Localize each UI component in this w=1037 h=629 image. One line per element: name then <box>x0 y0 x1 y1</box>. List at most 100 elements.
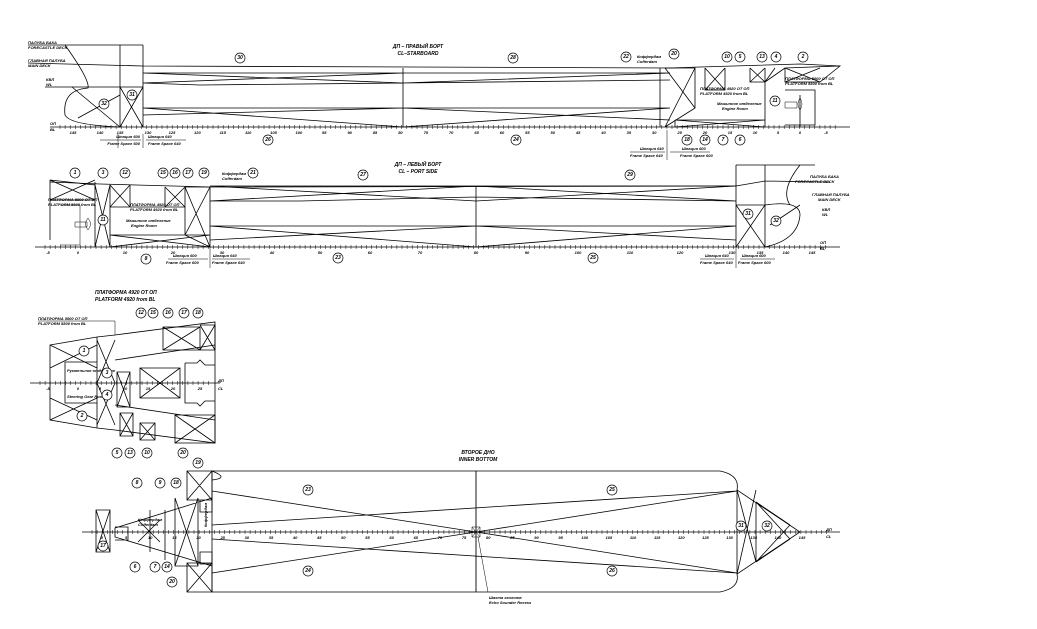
frame-number: 0 <box>77 250 80 255</box>
tank-number-circle <box>101 389 113 401</box>
tank-number-circle <box>192 307 204 319</box>
tank-number: 12 <box>138 310 144 316</box>
tank-number-circle <box>154 477 166 489</box>
tank-number: 10 <box>144 450 150 456</box>
tank-number-circle <box>357 169 369 181</box>
frame-number: 135 <box>750 535 757 540</box>
tank-number-circle <box>169 167 181 179</box>
frame-number: 20 <box>170 250 176 255</box>
platform-4920-label-ru: ПЛАТФОРМА 4920 ОТ ОП <box>130 202 180 207</box>
tank-number: 26 <box>264 137 271 143</box>
tank-number: 8 <box>145 256 148 262</box>
tank-number: 18 <box>173 480 179 486</box>
frame-number: 55 <box>525 130 530 135</box>
port-title-ru: ДП – ЛЕВЫЙ БОРТ <box>394 160 443 168</box>
tank-number: 18 <box>195 310 201 316</box>
tank-number-circle <box>140 253 152 265</box>
tank-number: 32 <box>101 101 107 107</box>
engine-room-label-en: Engine Room <box>722 106 748 111</box>
platform-5800-label-en: PLATFORM 5800 from BL <box>48 202 97 207</box>
tank-number-circle <box>302 484 314 496</box>
tank-number: 3 <box>102 170 105 176</box>
platform-4920-label-en: PLATFORM 4920 from BL <box>130 207 179 212</box>
tank-number: 31 <box>738 523 744 529</box>
wl-label-en: WL <box>822 212 829 217</box>
cl-label-en: CL <box>826 534 832 539</box>
forecastle-label-en: FORECASTLE DECK <box>28 45 69 50</box>
frame-number: 40 <box>292 535 298 540</box>
frame-number: 65 <box>474 130 479 135</box>
tank-number-circle <box>177 447 189 459</box>
tank-number: 1 <box>83 348 86 354</box>
tank-number: 6 <box>134 564 137 570</box>
tank-number-circle <box>262 134 274 146</box>
tank-number-circle <box>797 51 809 63</box>
frame-number: 25 <box>219 535 225 540</box>
frame-number: 40 <box>600 130 606 135</box>
tank-number: 9 <box>159 480 162 486</box>
frame-number: 130 <box>729 250 736 255</box>
frame-number: 110 <box>627 250 634 255</box>
frame-number: 105 <box>270 130 277 135</box>
frame-space-600-en: Frame Space 600 <box>107 141 140 146</box>
tank-number-circle <box>119 167 131 179</box>
frame-number: 130 <box>145 130 152 135</box>
frame-number: 50 <box>318 250 323 255</box>
frame-number: 85 <box>510 535 515 540</box>
main-deck-label-en: MAIN DECK <box>28 63 52 68</box>
frame-number: 5 <box>777 130 780 135</box>
frame-number: 75 <box>462 535 467 540</box>
frame-number: 125 <box>702 535 709 540</box>
tank-number: 20 <box>670 51 677 57</box>
frame-number: 60 <box>500 130 505 135</box>
frame-number: 45 <box>316 535 322 540</box>
inner-bottom-title-en: INNER BOTTOM <box>459 457 498 463</box>
forecastle-label-ru: ПАЛУБА БАКА <box>28 40 57 45</box>
tank-number: 15 <box>150 310 156 316</box>
cofferdam-label-ru: Коффердам <box>637 54 661 59</box>
tank-number: 24 <box>512 137 519 143</box>
tank-number: 5 <box>739 54 742 60</box>
frame-number: 35 <box>269 535 274 540</box>
platform-5800-label-ru: ПЛАТФОРМА 5800 ОТ ОП <box>785 76 835 81</box>
frame-number: 55 <box>365 535 370 540</box>
frame-number: -5 <box>46 250 50 255</box>
tank-number: 32 <box>764 523 770 529</box>
tank-number: 8 <box>136 480 139 486</box>
tank-number: 7 <box>154 564 157 570</box>
tank-number: 11 <box>100 217 105 223</box>
tank-number-circle <box>170 477 182 489</box>
tank-number-circle <box>141 447 153 459</box>
cofferdam-label-en: Cofferdam <box>138 522 158 527</box>
tank-number: 4 <box>105 392 109 398</box>
tank-number-circle <box>111 447 123 459</box>
tank-number-circle <box>734 134 746 146</box>
tank-number: 26 <box>608 568 615 574</box>
frame-number: 15 <box>172 535 177 540</box>
tank-number: 32 <box>773 218 779 224</box>
frame-number: 100 <box>581 535 588 540</box>
frame-number: 15 <box>728 130 733 135</box>
frame-number: 125 <box>169 130 176 135</box>
tank-number-circle <box>668 48 680 60</box>
frame-number: 95 <box>558 535 563 540</box>
tank-number: 12 <box>122 170 128 176</box>
tank-number: 23 <box>304 487 311 493</box>
cl-label-ru: ДП <box>217 378 224 383</box>
frame-number: 145 <box>799 535 806 540</box>
frame-number: 145 <box>809 250 816 255</box>
frame-space-600-ru: Шпация 600 <box>682 146 707 151</box>
frame-number: 30 <box>652 130 657 135</box>
tank-number: 4 <box>774 54 778 60</box>
inner-bottom-plan: ВТОРОЕ ДНО INNER BOTTOM Коффердам Coffer… <box>82 450 840 605</box>
tank-number: 17 <box>185 170 191 176</box>
tank-number: 28 <box>509 55 516 61</box>
tank-number-circle <box>149 561 161 573</box>
starboard-profile: ДП – ПРАВЫЙ БОРТ CL–STARBOARD ПАЛУБА БАК… <box>27 40 850 160</box>
frame-number: 20 <box>702 130 708 135</box>
frame-number: 115 <box>220 130 227 135</box>
cofferdam-label-en: Cofferdam <box>222 176 242 181</box>
frame-space-640-en: Frame Space 640 <box>148 141 181 146</box>
tank-number-circle <box>182 167 194 179</box>
frame-number: 45 <box>575 130 581 135</box>
